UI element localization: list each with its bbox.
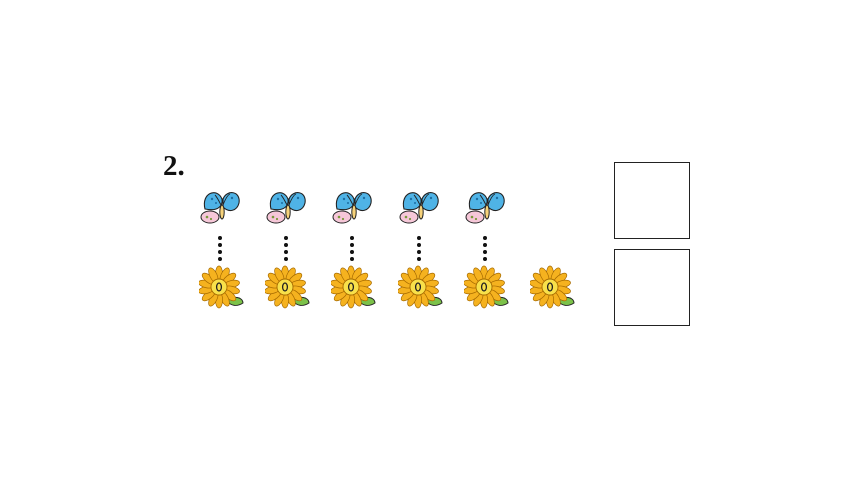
picture-column [265,185,310,315]
picture-column [398,185,443,315]
sunflower-icon [398,265,443,309]
sunflower-icon [265,265,310,309]
dotted-connector [350,236,354,261]
question-number: 2. [163,150,185,182]
butterfly-icon [266,192,306,224]
answer-box-top[interactable] [614,162,690,239]
sunflower-icon [331,265,376,309]
butterfly-icon [465,192,505,224]
dotted-connector [483,236,487,261]
dotted-connector [284,236,288,261]
sunflower-icon [464,265,509,309]
butterfly-icon [200,192,240,224]
picture-column [199,185,244,315]
dotted-connector [417,236,421,261]
dotted-connector [218,236,222,261]
picture-column [530,185,575,315]
butterfly-icon [399,192,439,224]
picture-column [331,185,376,315]
sunflower-icon [530,265,575,309]
picture-column [464,185,509,315]
butterfly-icon [332,192,372,224]
sunflower-icon [199,265,244,309]
answer-box-bottom[interactable] [614,249,690,326]
